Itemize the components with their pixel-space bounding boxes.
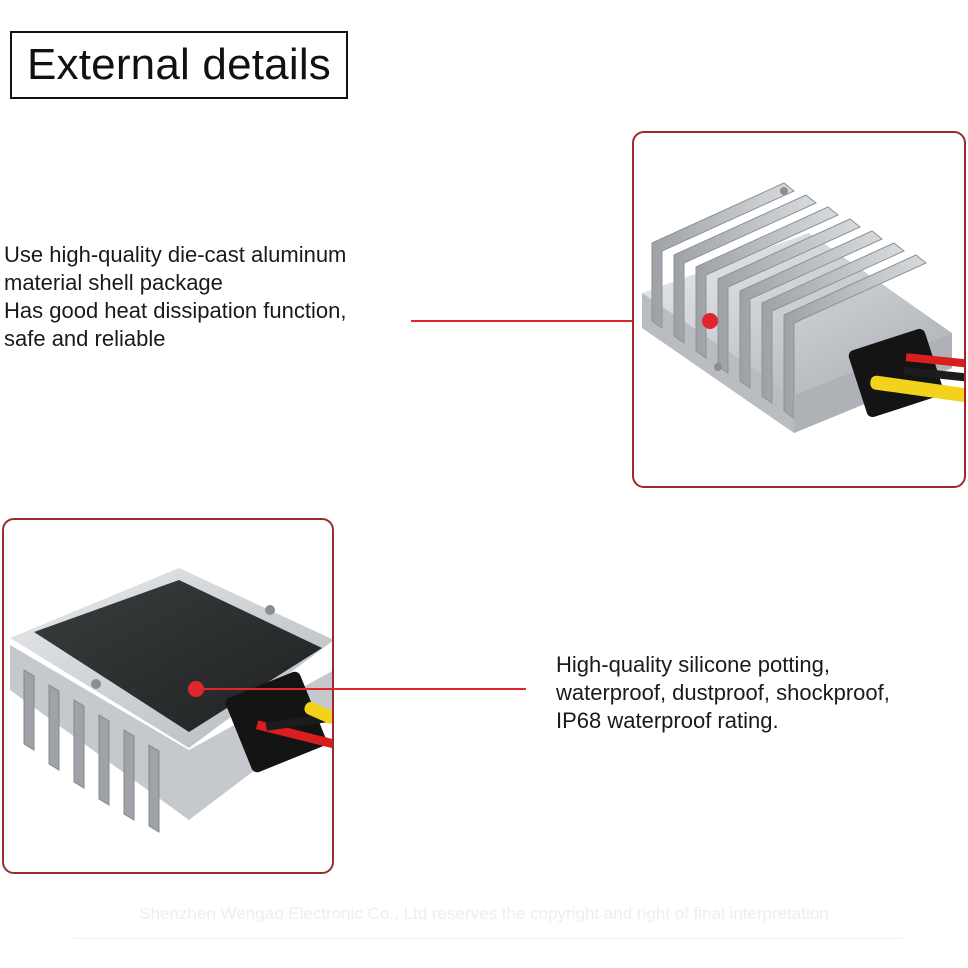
- feature-line: IP68 waterproof rating.: [556, 708, 779, 733]
- feature-line: Has good heat dissipation function,: [4, 298, 347, 323]
- feature-line: safe and reliable: [4, 326, 166, 351]
- silicone-potting-photo: [2, 518, 334, 874]
- callout-line-bottom: [196, 688, 526, 690]
- feature-line: waterproof, dustproof, shockproof,: [556, 680, 890, 705]
- feature-line: Use high-quality die-cast aluminum: [4, 242, 347, 267]
- page-title: External details: [10, 31, 348, 99]
- aluminum-shell-photo: [632, 131, 966, 488]
- potting-illustration: [10, 568, 332, 833]
- heatsink-illustration: [642, 182, 964, 433]
- copyright-watermark: Shenzhen Wengao Electronic Co., Ltd rese…: [139, 904, 829, 923]
- feature-description-potting: High-quality silicone potting, waterproo…: [556, 651, 890, 735]
- callout-dot: [702, 313, 718, 329]
- callout-line-top: [411, 320, 711, 322]
- feature-description-heat-dissipation: Use high-quality die-cast aluminum mater…: [4, 241, 346, 353]
- feature-line: material shell package: [4, 270, 223, 295]
- feature-line: High-quality silicone potting,: [556, 652, 830, 677]
- divider: [73, 938, 903, 939]
